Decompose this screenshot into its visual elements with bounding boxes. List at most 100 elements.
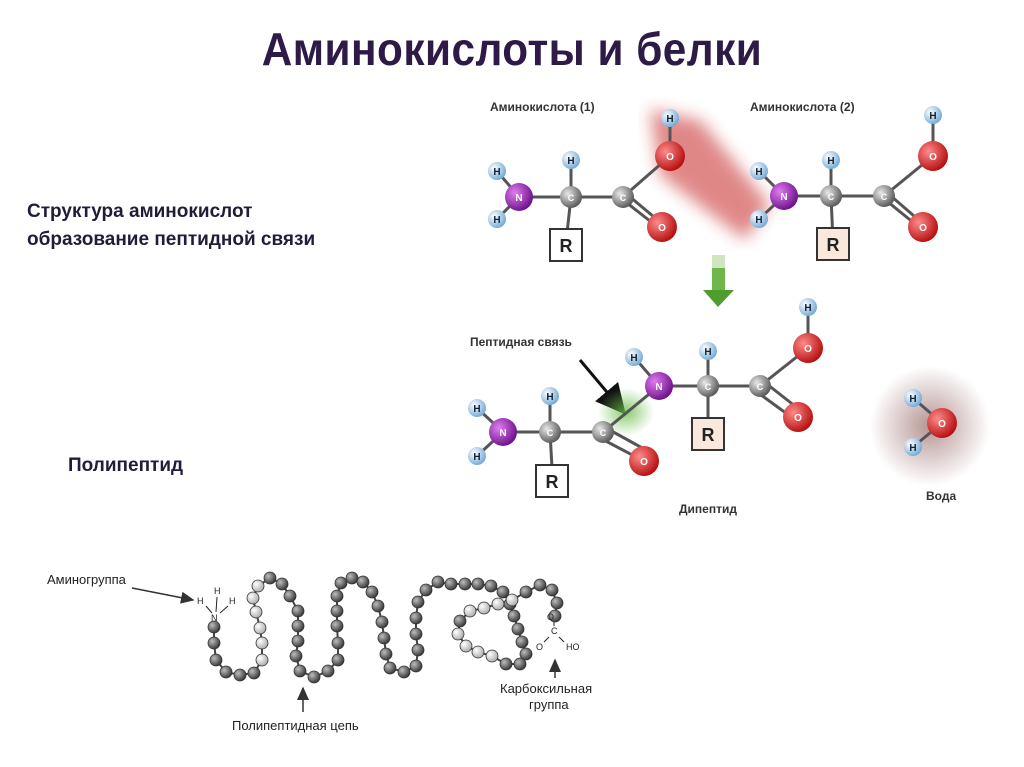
amino-acid-bead (371, 599, 385, 613)
amino-group-pointer (131, 587, 195, 604)
atom-label: N (515, 193, 522, 204)
hydrogen-atom (799, 298, 817, 316)
atom-label: N (499, 428, 506, 439)
hydrogen-atom (822, 151, 840, 169)
amino-acid-bead (233, 668, 247, 682)
atom-label: H (546, 392, 553, 403)
atom-label: N (780, 192, 787, 203)
amino-acid-bead (484, 579, 498, 593)
atom-label: H (909, 394, 916, 405)
amino-acid-bead (255, 636, 269, 650)
atom-label: H (755, 215, 762, 226)
hydrogen-atom (924, 106, 942, 124)
atom-label: C (620, 193, 627, 203)
amino-acid-bead (548, 609, 562, 623)
polypeptide-backbone (213, 576, 559, 679)
amino-acid-bead (289, 649, 303, 663)
amino-acid-bead (507, 609, 521, 623)
amino-acid-bead (513, 657, 527, 671)
hydrogen-atom (661, 109, 679, 127)
amino-acid-2-label: Аминокислота (2) (750, 100, 855, 114)
hydrogen-atom (468, 399, 486, 417)
hydrogen-atom (468, 447, 486, 465)
atom-label: C (568, 193, 575, 203)
atom-label: H (666, 114, 673, 125)
amino-acid-bead (409, 611, 423, 625)
amino-acid-bead (291, 604, 305, 618)
atom-label: H (827, 156, 834, 167)
slide-title: Аминокислоты и белки (261, 23, 763, 75)
amino-acid-bead (207, 620, 221, 634)
atom-label: H (493, 215, 500, 226)
atom-label: O (938, 419, 946, 430)
amino-group-label: Аминогруппа (47, 572, 127, 587)
peptide-bond-label: Пептидная связь (470, 335, 572, 349)
atom-label: O (658, 223, 666, 234)
amino-acid-bead (375, 615, 389, 629)
amino-acid-1: H H N H C R C H O O (488, 109, 685, 262)
amino-acid-bead (515, 635, 529, 649)
oxygen-atom (655, 141, 685, 171)
amino-acid-bead (511, 622, 525, 636)
amino-acid-bead (330, 589, 344, 603)
atom-label: O (547, 612, 554, 622)
hydrogen-atom (488, 210, 506, 228)
backbone-line (213, 576, 559, 679)
oxygen-atom (793, 333, 823, 363)
atom-label: H (229, 596, 236, 606)
hydrogen-atom (625, 348, 643, 366)
amino-acid-bead (377, 631, 391, 645)
atom-label: H (630, 353, 637, 364)
radical-label: R (827, 235, 840, 255)
amino-acid-bead (471, 645, 485, 659)
amino-acid-bead (379, 647, 393, 661)
amino-acid-bead (246, 591, 260, 605)
reaction-arrow (703, 255, 734, 307)
amino-acid-bead (458, 577, 472, 591)
dipeptide: H H N H C R C O H N H C R C H O O (468, 298, 823, 498)
amino-acid-bead (293, 664, 307, 678)
amino-acid-bead (485, 649, 499, 663)
nitrogen-atom (645, 372, 673, 400)
amino-acid-bead (545, 583, 559, 597)
elimination-highlight (650, 110, 770, 240)
amino-acid-bead (291, 634, 305, 648)
carboxyl-label-line2: группа (529, 697, 569, 712)
amino-acid-bead (334, 576, 348, 590)
oxygen-atom (927, 408, 957, 438)
amino-acid-bead (307, 670, 321, 684)
amino-acid-bead (291, 619, 305, 633)
subtitle-structure: Структура аминокислот (27, 201, 253, 222)
amino-acid-bead (519, 647, 533, 661)
atom-label: O (929, 152, 937, 163)
carbon-atom (612, 186, 634, 208)
amino-acid-2-bonds (757, 115, 935, 242)
subtitle-polypeptide: Полипептид (68, 455, 184, 476)
atom-label: HO (566, 642, 580, 652)
atom-label: C (828, 192, 835, 202)
atom-label: H (909, 443, 916, 454)
amino-acid-bead (263, 571, 277, 585)
atom-label: H (567, 156, 574, 167)
amino-acid-bead (519, 585, 533, 599)
hydrogen-atom (488, 162, 506, 180)
oxygen-atom (918, 141, 948, 171)
amino-acid-bead (471, 577, 485, 591)
radical-label: R (702, 425, 715, 445)
subtitle-peptide-bond: образование пептидной связи (27, 229, 316, 250)
atom-label: H (929, 111, 936, 122)
atom-label: H (493, 167, 500, 178)
atom-label: O (666, 152, 674, 163)
polypeptide-chain (207, 571, 564, 684)
amino-acid-bead (411, 643, 425, 657)
amino-acid-bead (331, 636, 345, 650)
amino-acid-bead (409, 659, 423, 673)
atom-label: H (197, 596, 204, 606)
amino-acid-2: H H N H C R C H O O (750, 106, 948, 261)
amino-acid-bead (249, 605, 263, 619)
hydrogen-atom (562, 151, 580, 169)
atom-label: H (473, 404, 480, 415)
amino-acid-bead (491, 597, 505, 611)
amino-acid-bead (209, 653, 223, 667)
